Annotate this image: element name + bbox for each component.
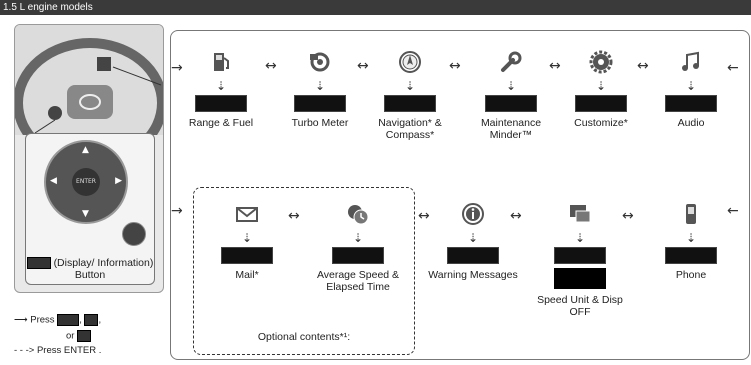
item-label: Customize* [574,117,628,129]
item-label: Turbo Meter [291,117,349,129]
display-information-button[interactable] [122,222,146,246]
item-label: Phone [675,269,707,281]
item-range-fuel: ⇣ Range & Fuel [173,50,269,129]
double-arrow-icon: ↔ [510,208,522,224]
info-icon [462,203,484,225]
double-arrow-icon: ↔ [265,58,277,74]
down-arrow-icon: ⇣ [685,79,697,93]
dashed-arrow-icon: - - -> [14,345,35,356]
down-arrow-icon: ⇣ [404,79,416,93]
down-arrow-icon: ⇣ [685,231,697,245]
screen-preview [447,247,499,264]
fuel-pump-icon [214,53,229,71]
phone-icon [686,204,696,224]
left-key-icon [84,314,99,326]
screen-preview [221,247,273,264]
display-flow-panel [170,30,750,360]
legend-dashed-row: - - -> Press ENTER . [14,345,102,356]
down-arrow-icon: ⇣ [574,231,586,245]
screen-preview [554,247,606,264]
info-key-icon [26,257,51,270]
gear-icon [589,50,613,74]
item-average-speed: ⇣ Average Speed & Elapsed Time [310,202,406,293]
down-arrow-icon: ⇣ [215,79,227,93]
double-arrow-icon: ↔ [418,208,430,224]
music-note-icon [682,51,699,71]
screen-preview [575,95,627,112]
legend-or-row: or [66,330,92,342]
item-navigation-compass: ⇣ Navigation* & Compass* [362,50,458,141]
double-arrow-icon: ↔ [357,58,369,74]
wrench-icon [501,51,522,72]
screen-preview [332,247,384,264]
down-arrow-icon: ⇣ [241,231,253,245]
loop-arrow-icon: → [171,203,183,219]
item-phone: ⇣ Phone [643,202,739,281]
display-icon [570,205,591,223]
solid-arrow-icon: ⟶ [14,314,28,326]
loop-arrow-icon: → [171,60,183,76]
turbo-icon [310,52,330,72]
optional-contents-label: Optional contents*¹: [257,331,351,343]
down-arrow-icon: ⇣ [314,79,326,93]
item-label: Range & Fuel [188,117,254,129]
double-arrow-icon: ↔ [449,58,461,74]
screen-preview [665,95,717,112]
item-label: Audio [677,117,705,129]
item-label: Mail* [235,269,259,281]
steering-wheel-illustration: ▲ ▼ ◀ ▶ ENTER (Display/ Information) But… [14,24,164,293]
control-pad: ▲ ▼ ◀ ▶ ENTER (Display/ Information) But… [25,133,155,285]
double-arrow-icon: ↔ [622,208,634,224]
info-key-icon [57,314,80,326]
item-label: Warning Messages [428,269,518,281]
double-arrow-icon: ↔ [637,58,649,74]
left-arrow-icon[interactable]: ◀ [50,176,57,186]
item-speed-unit-disp-off: ⇣ Speed Unit & Disp OFF [532,202,628,318]
item-customize: ⇣ Customize* [553,50,649,129]
display-information-caption: (Display/ Information) Button [26,257,154,281]
item-label: Speed Unit & Disp OFF [537,294,623,318]
up-arrow-icon[interactable]: ▲ [82,145,89,155]
optional-contents-group: Optional contents*¹: [193,187,415,355]
double-arrow-icon: ↔ [549,58,561,74]
down-arrow-icon: ⇣ [595,79,607,93]
stopwatch-icon [348,205,369,225]
item-label: Average Speed & Elapsed Time [316,269,400,293]
enter-button[interactable]: ENTER [72,168,100,196]
down-arrow-icon[interactable]: ▼ [82,209,89,219]
item-maintenance-minder: ⇣ Maintenance Minder™ [463,50,559,141]
screen-preview [665,247,717,264]
screen-preview [384,95,436,112]
right-key-icon [77,330,92,342]
steering-wheel-icon [15,25,163,135]
display-off-preview [554,268,606,289]
loop-arrow-icon: ← [727,203,739,219]
envelope-icon [236,207,258,222]
item-turbo-meter: ⇣ Turbo Meter [272,50,368,129]
item-warning-messages: ⇣ Warning Messages [425,202,521,281]
section-header: 1.5 L engine models [0,0,751,15]
screen-preview [195,95,247,112]
down-arrow-icon: ⇣ [467,231,479,245]
item-mail: ⇣ Mail* [199,202,295,281]
item-label: Maintenance Minder™ [480,117,542,141]
compass-icon [399,51,421,73]
item-audio: ⇣ Audio [643,50,739,129]
screen-preview [485,95,537,112]
right-arrow-icon[interactable]: ▶ [115,176,122,186]
screen-preview [294,95,346,112]
down-arrow-icon: ⇣ [505,79,517,93]
down-arrow-icon: ⇣ [352,231,364,245]
directional-pad[interactable]: ▲ ▼ ◀ ▶ ENTER [44,140,128,224]
item-label: Navigation* & Compass* [378,117,442,141]
loop-arrow-icon: ← [727,60,739,76]
legend-solid-row: ⟶ Press , , [14,314,102,326]
double-arrow-icon: ↔ [288,208,300,224]
